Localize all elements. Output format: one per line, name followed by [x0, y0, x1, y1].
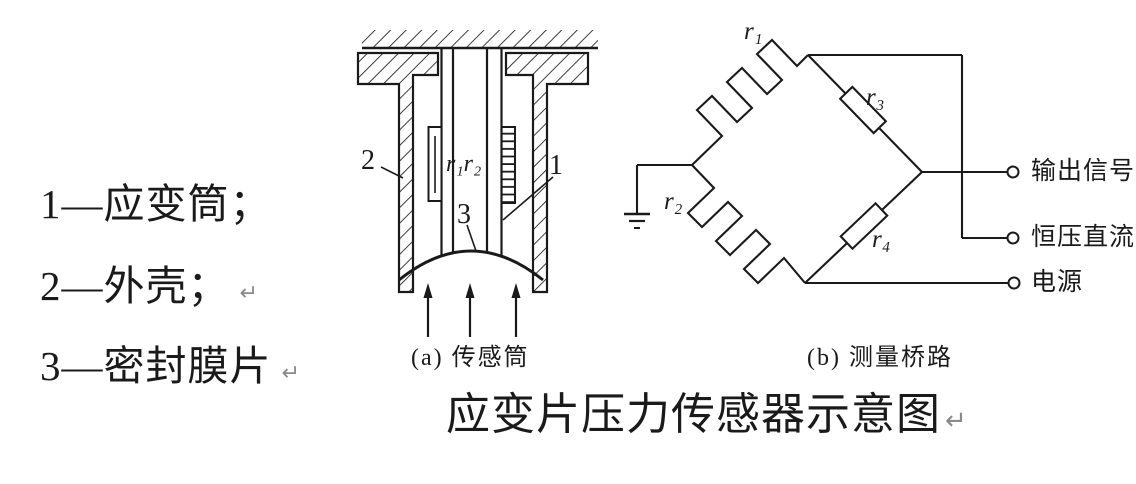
housing-section-left: [356, 51, 440, 294]
legend-item-strain-cylinder: 1—应变筒；: [40, 184, 282, 225]
leader-diaphragm: [466, 224, 477, 252]
sensor-section-diagram: [356, 30, 598, 337]
gauge-labels-r1r2: r₁r₂: [446, 151, 482, 177]
strain-gauge-r2-section: [500, 126, 516, 204]
part-label-cylinder: 1: [549, 150, 563, 181]
terminal-power: [1007, 276, 1021, 290]
part-label-housing: 2: [361, 145, 375, 176]
resistor-r3-symbol: [838, 85, 888, 135]
resistor-r4-symbol: [839, 201, 889, 251]
legend-text: 2—外壳；: [40, 263, 230, 309]
leader-housing: [380, 166, 404, 179]
bridge-circuit-diagram: [624, 38, 1021, 290]
terminal-label-output-signal: 输出信号: [1031, 158, 1136, 185]
legend-text: 3—密封膜片: [40, 343, 272, 389]
bridge-wiring: [635, 53, 1008, 285]
sealing-diaphragm-arc: [398, 249, 544, 282]
resistor-label-r3: r₃: [866, 84, 885, 111]
resistor-label-r2: r₂: [664, 188, 683, 215]
housing-section-right: [504, 51, 590, 294]
ground-icon: [624, 212, 650, 229]
terminal-constant-voltage: [1006, 231, 1020, 245]
caption-sensor-cylinder: (a) 传感筒: [411, 345, 530, 371]
legend-item-diaphragm: 3—密封膜片 ↵: [40, 346, 301, 387]
gauge-r1-serpentine: [691, 38, 809, 166]
figure-title-text: 应变片压力传感器示意图: [446, 390, 941, 439]
resistor-label-r4: r₄: [872, 226, 891, 253]
terminal-label-power: 电源: [1031, 269, 1084, 296]
part-label-diaphragm: 3: [457, 199, 471, 230]
mounting-wall-hatching: [362, 30, 598, 48]
paragraph-mark: ↵: [945, 406, 968, 436]
figure-title: 应变片压力传感器示意图↵: [446, 393, 968, 437]
caption-measuring-bridge: (b) 测量桥路: [807, 345, 953, 371]
pressure-arrows: [423, 283, 521, 337]
paragraph-mark: ↵: [239, 281, 259, 306]
terminal-output-signal: [1006, 165, 1020, 179]
gauge-r2-serpentine: [686, 164, 806, 285]
terminal-label-constant-voltage-dc: 恒压直流: [1031, 224, 1136, 251]
resistor-label-r1: r₁: [744, 18, 763, 45]
legend-text: 1—应变筒；: [40, 181, 272, 227]
label-leader-lines: [380, 166, 554, 252]
legend-item-housing: 2—外壳； ↵: [40, 266, 259, 307]
terminal-circles: [1006, 165, 1021, 290]
paragraph-mark: ↵: [281, 361, 301, 386]
strain-gauge-r1-section: [427, 126, 443, 202]
leader-cylinder: [502, 176, 554, 221]
